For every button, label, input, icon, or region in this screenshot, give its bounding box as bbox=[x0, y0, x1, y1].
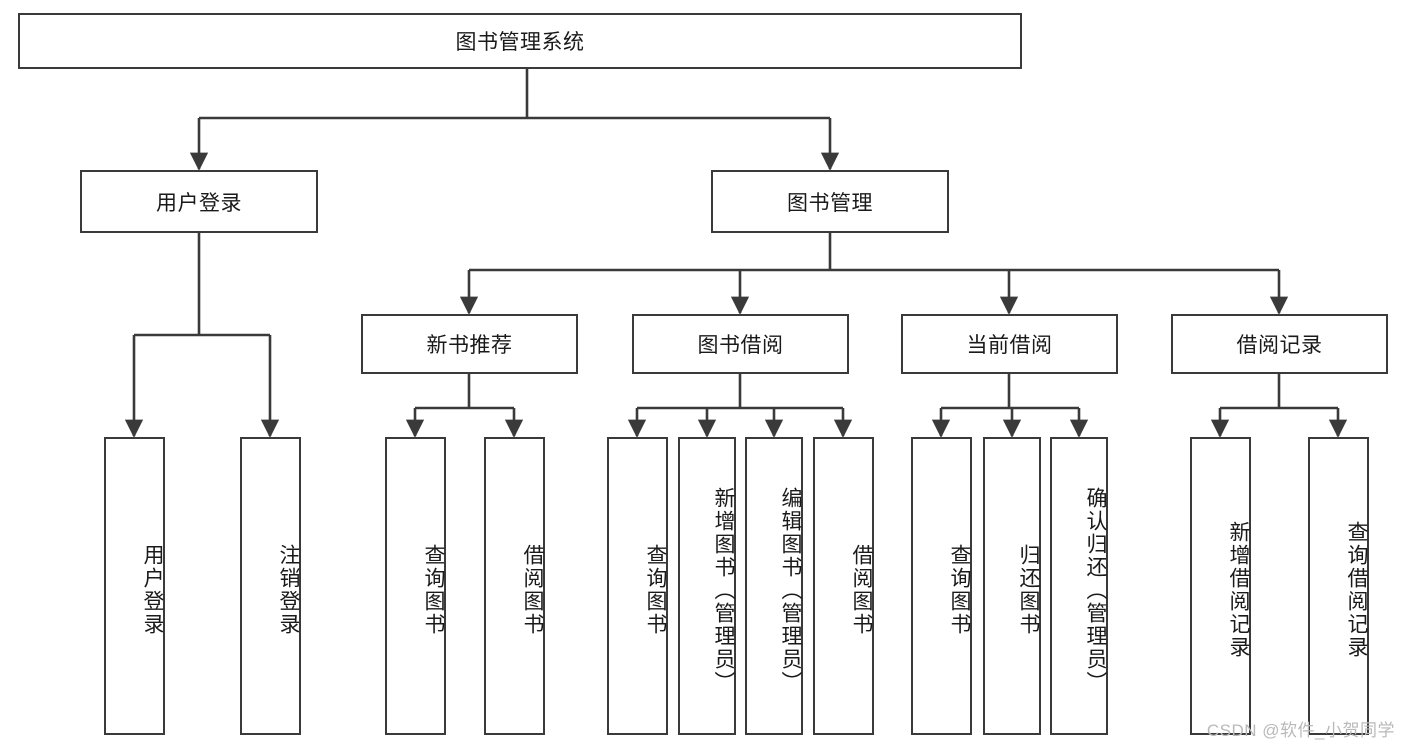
node-leaf-7[interactable]: 借阅图书 bbox=[813, 437, 874, 735]
node-label: 图书管理 bbox=[787, 191, 873, 215]
node-leaf-1[interactable]: 注销登录 bbox=[240, 437, 301, 735]
node-label: 借阅记录 bbox=[1236, 334, 1323, 357]
node-label: 注销登录 bbox=[277, 544, 300, 636]
node-label: 新增图书（管理员） bbox=[712, 486, 735, 694]
node-level2-1[interactable]: 图书管理 bbox=[711, 170, 949, 233]
node-leaf-3[interactable]: 借阅图书 bbox=[484, 437, 545, 735]
node-label: 归还图书 bbox=[1017, 544, 1040, 636]
node-level3-2[interactable]: 当前借阅 bbox=[901, 314, 1118, 374]
node-label: 借阅图书 bbox=[850, 544, 873, 636]
node-label: 确认归还（管理员） bbox=[1084, 486, 1107, 694]
node-leaf-5[interactable]: 新增图书（管理员） bbox=[678, 437, 736, 735]
node-leaf-12[interactable]: 查询借阅记录 bbox=[1308, 437, 1369, 735]
node-leaf-6[interactable]: 编辑图书（管理员） bbox=[745, 437, 803, 735]
node-leaf-4[interactable]: 查询图书 bbox=[607, 437, 668, 735]
edge-group bbox=[124, 69, 1348, 438]
node-leaf-8[interactable]: 查询图书 bbox=[911, 437, 972, 735]
node-leaf-0[interactable]: 用户登录 bbox=[104, 437, 165, 735]
node-leaf-2[interactable]: 查询图书 bbox=[385, 437, 446, 735]
node-label: 用户登录 bbox=[156, 191, 242, 215]
node-leaf-9[interactable]: 归还图书 bbox=[983, 437, 1041, 735]
node-label: 查询图书 bbox=[948, 544, 971, 636]
node-leaf-11[interactable]: 新增借阅记录 bbox=[1190, 437, 1251, 735]
node-leaf-10[interactable]: 确认归还（管理员） bbox=[1050, 437, 1108, 735]
node-level3-1[interactable]: 图书借阅 bbox=[632, 314, 849, 374]
node-label: 编辑图书（管理员） bbox=[779, 486, 802, 694]
node-label: 新书推荐 bbox=[426, 334, 513, 357]
node-level3-3[interactable]: 借阅记录 bbox=[1171, 314, 1388, 374]
node-label: 图书借阅 bbox=[697, 334, 784, 357]
watermark-label: CSDN @软件_小贺同学 bbox=[1206, 721, 1395, 740]
node-label: 查询借阅记录 bbox=[1345, 521, 1368, 659]
node-label: 借阅图书 bbox=[521, 544, 544, 636]
node-root[interactable]: 图书管理系统 bbox=[18, 13, 1022, 69]
node-label: 用户登录 bbox=[141, 544, 164, 636]
node-label: 新增借阅记录 bbox=[1227, 521, 1250, 659]
node-label: 当前借阅 bbox=[966, 334, 1053, 357]
node-label: 图书管理系统 bbox=[455, 31, 585, 54]
node-label: 查询图书 bbox=[644, 544, 667, 636]
node-level3-0[interactable]: 新书推荐 bbox=[361, 314, 578, 374]
node-level2-0[interactable]: 用户登录 bbox=[80, 170, 318, 233]
node-label: 查询图书 bbox=[422, 544, 445, 636]
